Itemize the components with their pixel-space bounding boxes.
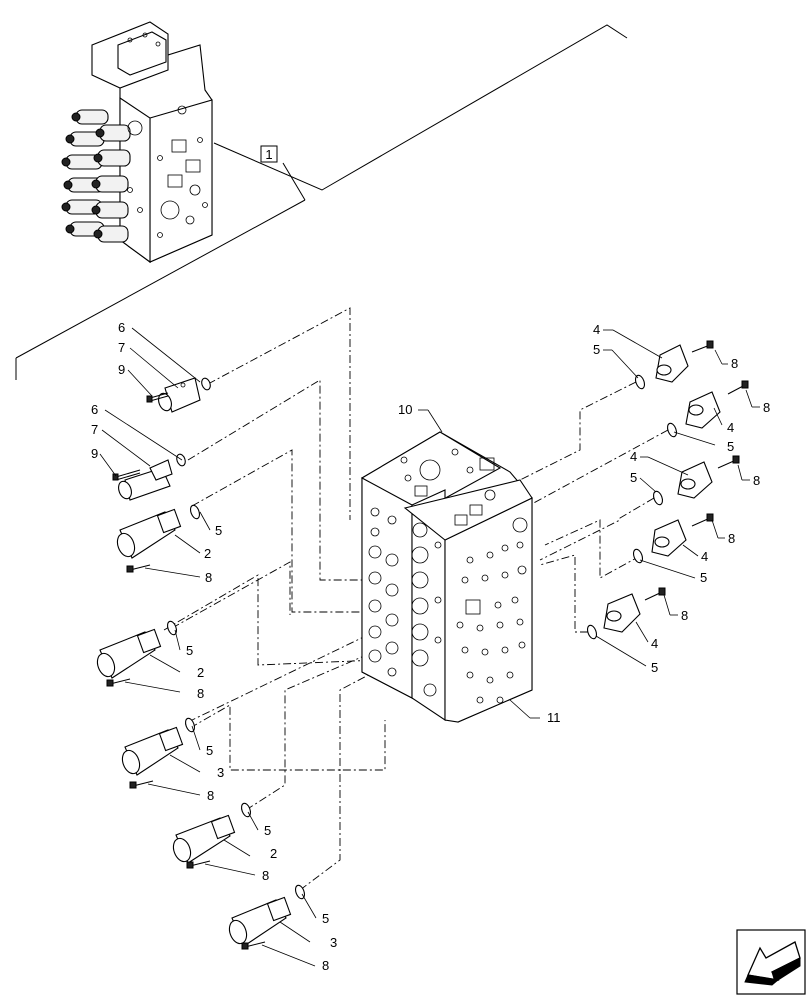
solenoid-2-c (172, 802, 252, 869)
part-9-bolt-upper (146, 392, 169, 403)
solenoid-3-a (121, 717, 196, 789)
callout-label: 5 (651, 660, 658, 675)
callout-label: 6 (118, 320, 125, 335)
part-7-second (118, 453, 186, 501)
callout-label: 6 (91, 402, 98, 417)
block-label-upper: 10 (398, 402, 412, 417)
callout-label: 8 (207, 788, 214, 803)
callout-label: 7 (91, 422, 98, 437)
callout-label: 8 (753, 473, 760, 488)
solenoid-2-a (116, 504, 201, 573)
callout-label: 8 (197, 686, 204, 701)
callout-label: 2 (270, 846, 277, 861)
flange-4-d (632, 513, 714, 564)
callout-label: 5 (322, 911, 329, 926)
callout-label: 4 (630, 449, 637, 464)
callout-label: 5 (206, 743, 213, 758)
routing-lines (163, 307, 669, 891)
flange-4-a (634, 340, 714, 390)
callout-label: 8 (262, 868, 269, 883)
callout-label: 8 (205, 570, 212, 585)
callout-label: 9 (118, 362, 125, 377)
callout-label: 5 (264, 823, 271, 838)
reference-label: 1 (265, 147, 272, 162)
callout-label: 8 (731, 356, 738, 371)
callout-label: 5 (593, 342, 600, 357)
flange-4-c (652, 455, 740, 506)
callout-label: 4 (727, 420, 734, 435)
callout-label: 4 (651, 636, 658, 651)
block-label-lower: 11 (547, 710, 561, 725)
callout-label: 3 (330, 935, 337, 950)
reference-label-box (260, 145, 278, 163)
callout-label: 2 (197, 665, 204, 680)
callout-label: 5 (186, 643, 193, 658)
reference-assembly-illustration: 1 (15, 21, 628, 380)
part-7-upper (158, 377, 211, 413)
main-valve-block: 10 11 (360, 402, 561, 725)
callout-label: 3 (217, 765, 224, 780)
callout-label: 7 (118, 340, 125, 355)
arrow-icon[interactable] (736, 929, 806, 995)
callout-label: 8 (322, 958, 329, 973)
callout-label: 5 (630, 470, 637, 485)
callout-label: 9 (91, 446, 98, 461)
right-parts: 4 5 8 4 8 5 4 5 8 8 4 5 8 4 5 (586, 322, 770, 675)
callout-label: 8 (728, 531, 735, 546)
callout-label: 8 (763, 400, 770, 415)
flange-4-b (666, 380, 749, 438)
solenoid-3-b (228, 884, 306, 950)
callout-label: 5 (700, 570, 707, 585)
callout-label: 2 (204, 546, 211, 561)
callout-label: 5 (727, 439, 734, 454)
left-parts: 6 7 9 6 7 9 5 2 8 5 2 8 5 3 8 5 2 8 5 3 … (91, 320, 337, 973)
callout-label: 4 (701, 549, 708, 564)
part-9-bolt-second (112, 469, 141, 481)
flange-4-e (586, 587, 666, 640)
solenoid-2-b (96, 620, 178, 687)
callout-label: 5 (215, 523, 222, 538)
callout-label: 8 (681, 608, 688, 623)
callout-label: 4 (593, 322, 600, 337)
